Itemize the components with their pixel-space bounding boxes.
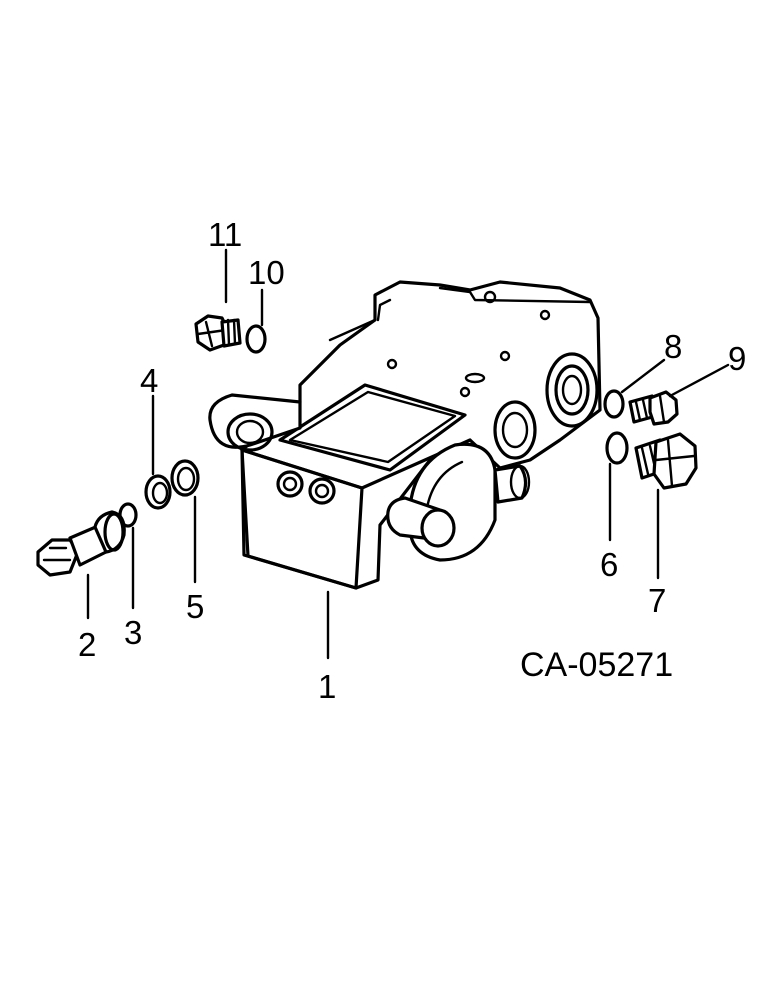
leader-8 bbox=[620, 358, 666, 394]
callout-2: 2 bbox=[78, 626, 96, 663]
plug-part-11 bbox=[194, 314, 242, 352]
callout-labels: 1 2 3 4 5 6 7 8 9 10 11 bbox=[78, 216, 746, 705]
callout-1: 1 bbox=[318, 668, 336, 705]
o-ring-part-10 bbox=[245, 324, 267, 354]
callout-5: 5 bbox=[186, 588, 204, 625]
callout-11: 11 bbox=[208, 216, 242, 253]
valve-housing-part-1 bbox=[208, 280, 602, 590]
leader-9 bbox=[668, 363, 730, 398]
plug-part-7 bbox=[634, 432, 698, 490]
callout-10: 10 bbox=[248, 254, 285, 291]
o-ring-part-6 bbox=[605, 431, 629, 465]
o-ring-part-3 bbox=[118, 502, 138, 528]
plug-part-2 bbox=[36, 510, 126, 577]
callout-9: 9 bbox=[728, 340, 746, 377]
o-ring-part-8 bbox=[603, 389, 625, 419]
plug-part-9 bbox=[628, 390, 679, 426]
ring-part-4 bbox=[144, 474, 172, 510]
callout-6: 6 bbox=[600, 546, 618, 583]
ring-part-5 bbox=[170, 459, 200, 497]
callout-7: 7 bbox=[648, 582, 666, 619]
reference-code: CA-05271 bbox=[520, 646, 673, 684]
callout-3: 3 bbox=[124, 614, 142, 651]
callout-4: 4 bbox=[140, 362, 158, 399]
leader-lines bbox=[86, 248, 730, 660]
callout-8: 8 bbox=[664, 328, 682, 365]
